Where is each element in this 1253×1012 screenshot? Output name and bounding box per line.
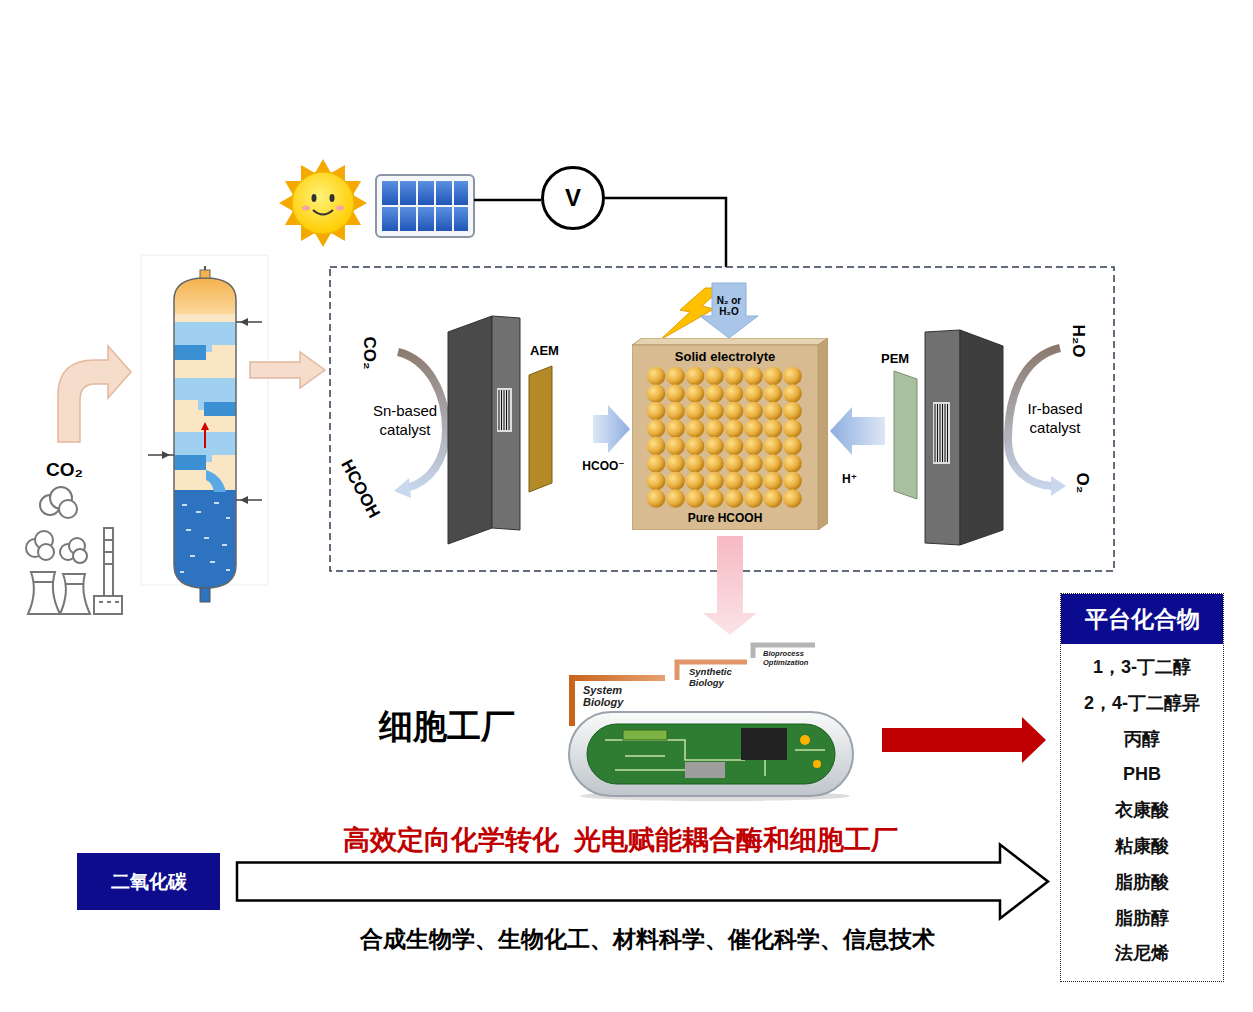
compound-item: 衣康酸 [1061,793,1223,829]
co2-input-box: 二氧化碳 [77,853,220,910]
sweep-gas-arrow [700,283,758,338]
discipline-list: 合成生物学、生物化工、材料科学、催化科学、信息技术 [360,924,935,955]
anode-catalyst-label: Ir-based catalyst [1014,399,1096,437]
tab-label: Synthetic Biology [689,666,743,688]
cell-factory: 细胞工厂System BiologySynthetic BiologyBiopr… [565,640,858,802]
membrane-label: PEM [881,351,909,366]
block-product: Pure HCOOH [632,511,818,525]
oxygen-product-label: O₂ [1072,473,1092,494]
proton-exchange-membrane: PEM [893,370,918,500]
cathode-plate [448,316,520,544]
compound-item: 1，3-丁二醇 [1061,650,1223,686]
tab-label: Bioprocess Optimization [763,649,825,667]
header-text: 平台化合物 [1085,604,1200,635]
product-transfer-arrow [703,536,757,635]
cell-factory-title: 细胞工厂 [379,704,515,750]
product-output-arrow [882,717,1046,763]
co2-intake-arrow [58,346,131,442]
solar-panel-icon [376,175,474,237]
sun-icon [279,159,367,247]
solid-electrolyte-block: Solid electrolytePure HCOOH [632,338,828,530]
tab-label: System Biology [583,684,649,708]
compound-item: 脂肪醇 [1061,901,1223,937]
compound-item: 法尼烯 [1061,936,1223,972]
compound-item: PHB [1061,757,1223,793]
power-plant-icon [26,487,122,614]
membrane-shape [528,365,553,493]
compound-item: 丙醇 [1061,722,1223,758]
membrane-shape [893,370,918,500]
water-feed-label: H₂O [1068,324,1088,357]
membrane-label: AEM [530,343,559,358]
compound-header: 平台化合物 [1061,594,1223,644]
co2-feed-label: CO₂ [359,336,379,369]
block-heading: Solid electrolyte [632,349,818,364]
sweep-gas-label: N₂ or H₂O [715,295,743,317]
edge-label: 高效定向化学转化 光电赋能耦合酶和细胞工厂 [343,822,898,858]
voltmeter-circle: V [541,166,605,230]
edge-label: HCOO⁻ [582,459,624,473]
anion-exchange-membrane: AEM [528,365,575,493]
electrolyte-cube [632,338,828,530]
co2-source-label: CO₂ [46,459,83,481]
conversion-route-arrow [237,845,1048,919]
compound-item: 粘康酸 [1061,829,1223,865]
anode-plate [925,330,1003,545]
formic-acid-product-label: HCOOH [336,456,383,521]
input-text: 二氧化碳 [111,869,187,895]
cell-factory-illustration [565,640,858,802]
absorption-column [141,255,268,602]
edge-label: H⁺ [842,472,857,486]
gas-feed-arrow [250,352,325,388]
voltage-symbol: V [565,184,581,212]
compound-item: 2，4-丁二醇异 [1061,686,1223,722]
anion-flow-arrow [593,405,630,453]
electrolyser-boundary [330,267,1114,571]
compound-item: 脂肪酸 [1061,865,1223,901]
compound-list-box: 1，3-丁二醇2，4-丁二醇异丙醇PHB衣康酸粘康酸脂肪酸脂肪醇法尼烯 平台化合物 [1060,593,1224,982]
cathode-catalyst-label: Sn-based catalyst [360,401,450,439]
proton-flow-arrow [830,407,885,455]
